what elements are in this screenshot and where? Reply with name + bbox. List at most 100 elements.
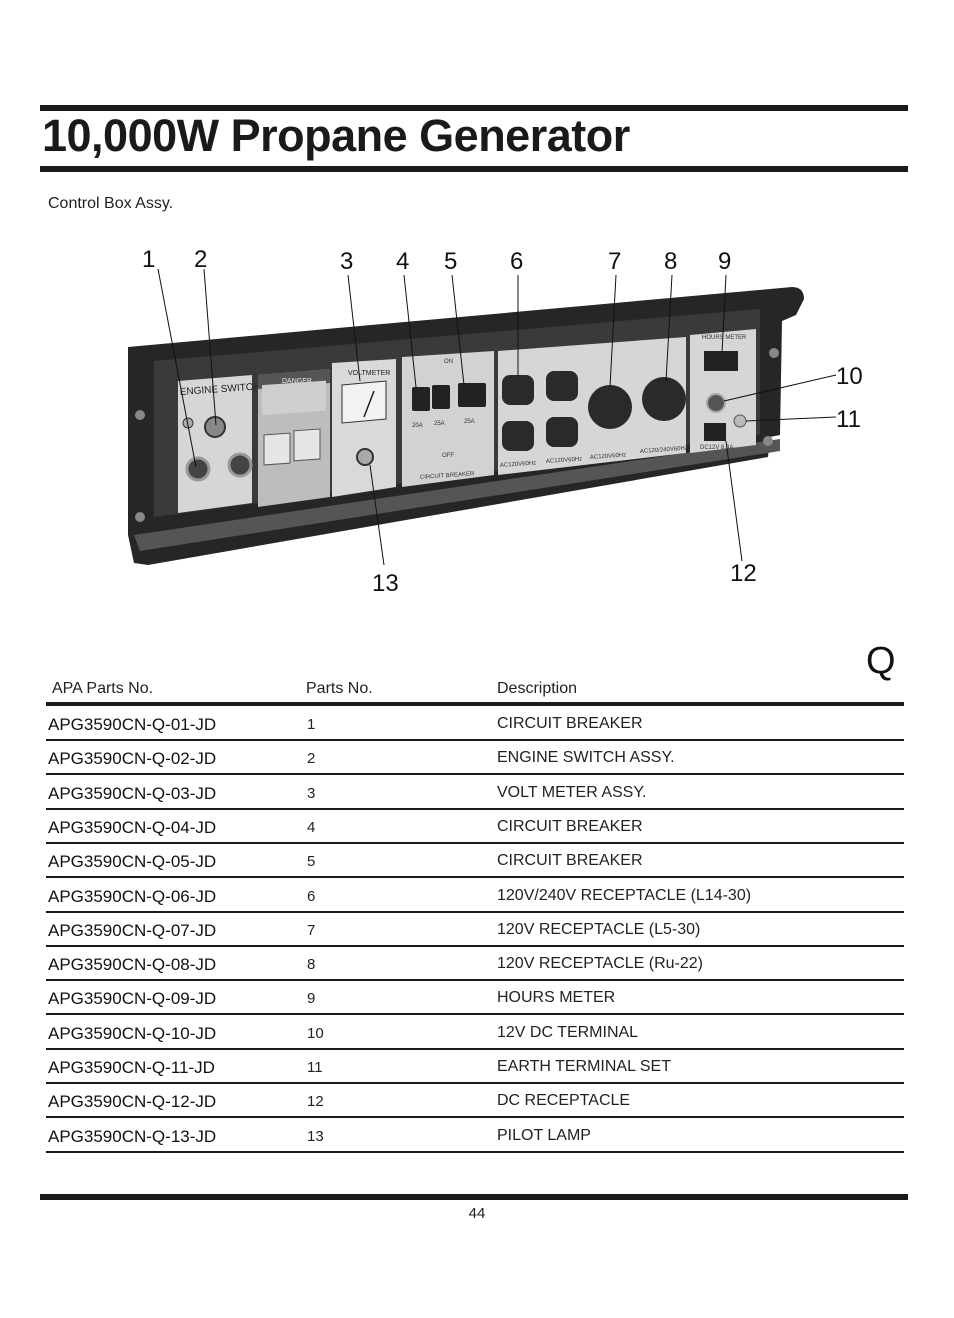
parts-no-cell: 6 [307,887,316,905]
dc-label: DC12V 8.3A [700,445,733,451]
row-divider [46,807,904,810]
duplex-1a [502,375,534,405]
description-cell: 12V DC TERMINAL [497,1023,639,1041]
parts-no-cell: 8 [307,956,316,974]
voltmeter-label: VOLTMETER [348,370,390,377]
callout-4: 4 [396,248,409,275]
table-row: APG3590CN-Q-06-JD 6 120V/240V RECEPTACLE (… [46,879,904,913]
description-cell: EARTH TERMINAL SET [497,1058,671,1075]
apa-parts-no-cell: APG3590CN-Q-04-JD [48,817,217,837]
parts-no-cell: 2 [307,750,316,768]
parts-no-cell: 10 [307,1024,324,1042]
apa-parts-no-cell: APG3590CN-Q-09-JD [48,989,217,1009]
header-parts-no: Parts No. [306,680,373,697]
dc-terminal [706,393,726,413]
callout-11: 11 [836,406,861,433]
callout-9: 9 [718,248,731,275]
apa-parts-no-cell: APG3590CN-Q-02-JD [48,749,217,769]
row-divider [46,841,904,844]
receptacle-label-1: AC120V60Hz [500,460,537,469]
dc-receptacle [704,423,726,441]
parts-no-cell: 4 [307,818,316,836]
table-row: APG3590CN-Q-02-JD 2 ENGINE SWITCH ASSY. [46,741,904,776]
row-divider [46,979,904,982]
twist-lock-l5 [588,385,632,429]
callout-1: 1 [142,246,155,273]
row-divider [46,1013,904,1016]
table-row: APG3590CN-Q-10-JD 10 12V DC TERMINAL [46,1016,904,1050]
breaker-rating-2: 25A [434,421,445,427]
table-row: APG3590CN-Q-08-JD 8 120V RECEPTACLE (Ru-22… [46,947,904,982]
description-cell: CIRCUIT BREAKER [497,715,643,732]
description-cell: 120V/240V RECEPTACLE (L14-30) [497,886,752,904]
breaker-off-label: OFF [442,453,454,459]
bolt-icon [135,410,145,420]
section-subtitle: Control Box Assy. [48,195,174,212]
parts-no-cell: 7 [307,921,316,939]
breaker-caption: CIRCUIT BREAKER [420,471,476,481]
parts-no-cell: 13 [307,1127,324,1145]
header-description: Description [497,680,578,697]
apa-parts-no-cell: APG3590CN-Q-08-JD [48,955,217,975]
voltmeter-plate [332,359,396,497]
row-divider [46,1082,904,1084]
danger-label: DANGER [282,378,312,385]
row-divider [46,1047,904,1050]
rear-port-1 [185,456,211,482]
description-cell: 120V RECEPTACLE (L5-30) [497,920,701,938]
callout-8: 8 [664,248,677,275]
row-divider [46,1150,904,1153]
row-divider [46,910,904,913]
description-cell: 120V RECEPTACLE (Ru-22) [497,955,703,973]
callout-13: 13 [372,570,399,597]
apa-parts-no-cell: APG3590CN-Q-11-JD [48,1058,215,1077]
apa-parts-no-cell: APG3590CN-Q-07-JD [48,920,217,940]
apa-parts-no-cell: APG3590CN-Q-13-JD [48,1126,217,1146]
table-row: APG3590CN-Q-07-JD 7 120V RECEPTACLE (L5-30… [46,913,904,947]
receptacle-label-2: AC120V60Hz [546,456,583,465]
breaker-1 [412,387,430,411]
breaker-3 [458,383,486,407]
panel-bottom-rail [134,439,780,551]
table-header-rule [46,702,904,706]
apa-parts-no-cell: APG3590CN-Q-06-JD [48,886,217,906]
breaker-on-label: ON [444,359,453,365]
row-divider [46,739,904,741]
footer-rule [40,1194,908,1200]
description-cell: ENGINE SWITCH ASSY. [497,749,675,767]
apa-parts-no-cell: APG3590CN-Q-10-JD [48,1023,217,1043]
breaker-rating-1: 20A [412,423,423,429]
callout-10: 10 [836,363,863,390]
top-rule [40,105,908,111]
breaker-2 [432,385,450,409]
bolt-icon [769,348,779,358]
parts-no-cell: 3 [307,784,316,802]
switch-knob [204,416,226,438]
danger-pictogram-1 [263,432,291,466]
parts-no-cell: 9 [307,990,316,1008]
callout-2: 2 [194,246,207,273]
leader-lines [157,268,837,566]
voltmeter-needle [363,390,375,418]
title-rule [40,166,908,172]
parts-no-cell: 1 [307,716,316,733]
group-letter: Q [866,640,896,682]
parts-no-cell: 5 [307,853,316,871]
parts-no-cell: 12 [307,1093,324,1111]
duplex-2b [546,417,578,447]
header-apa-parts-no: APA Parts No. [52,680,154,697]
callout-6: 6 [510,248,523,275]
twist-lock-l14 [642,377,686,421]
danger-pictogram-2 [293,428,321,462]
earth-terminal [733,414,747,428]
apa-parts-no-cell: APG3590CN-Q-03-JD [48,783,217,803]
danger-text-block [262,380,326,416]
row-divider [46,1116,904,1119]
